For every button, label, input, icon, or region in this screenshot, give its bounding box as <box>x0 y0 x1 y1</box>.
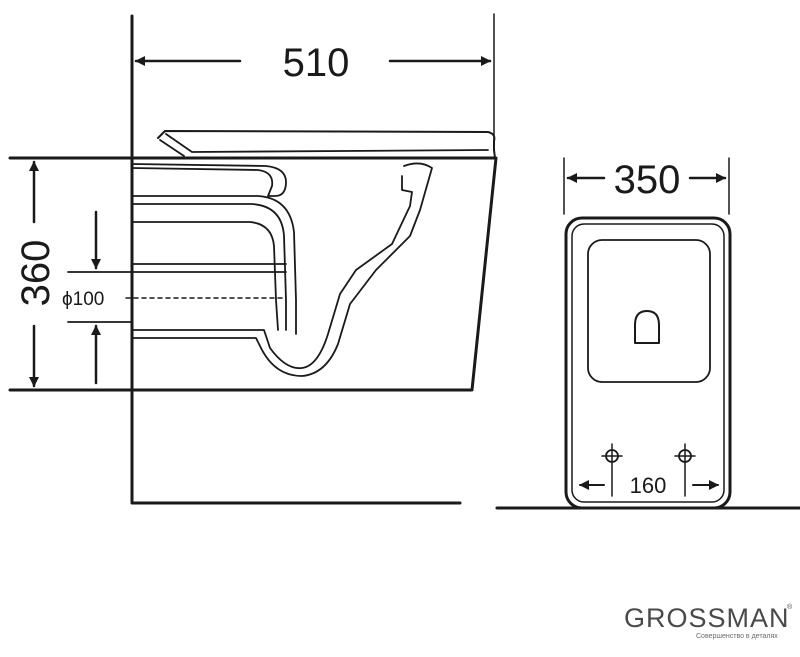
side-view: 510 360 ϕ100 <box>8 13 498 505</box>
mount-hole-left <box>601 443 623 497</box>
front-panel <box>587 239 711 383</box>
brand-logo: GROSSMAN ® Совершенство в деталях <box>624 604 794 641</box>
dimension-label-160: 160 <box>630 473 667 498</box>
seat-hinge <box>159 133 489 157</box>
seat-cover <box>131 130 496 159</box>
front-body-inner <box>571 223 725 503</box>
water-channel-mid <box>131 195 297 335</box>
bowl-body <box>8 156 498 392</box>
registered-mark: ® <box>787 604 793 611</box>
brand-tagline: Совершенство в деталях <box>696 633 778 640</box>
water-channel-top <box>131 163 287 197</box>
front-body <box>564 216 732 510</box>
dimension-label-510: 510 <box>283 41 350 85</box>
bowl-rim-curve <box>131 162 433 377</box>
dimension-label-360: 360 <box>14 240 58 307</box>
front-view: 350 160 <box>495 157 800 510</box>
dimension-label-350: 350 <box>614 158 681 202</box>
brand-name: GROSSMAN <box>624 603 790 633</box>
water-channel-low <box>131 221 279 331</box>
wall-line <box>130 14 462 505</box>
pipe-diameter-label: ϕ100 <box>62 289 104 310</box>
mount-hole-right <box>674 443 696 497</box>
bowl-inner-surface <box>131 175 413 370</box>
flush-hole <box>634 310 660 344</box>
